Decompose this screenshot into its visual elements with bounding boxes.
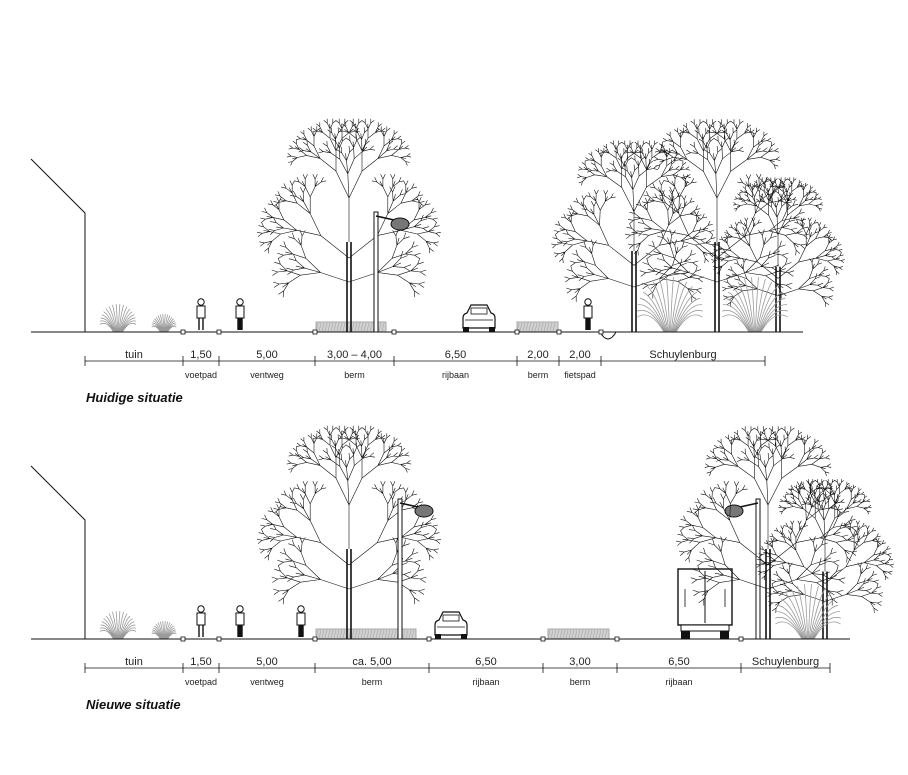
dimension-label: voetpad <box>185 677 217 687</box>
dimension-label: rijbaan <box>442 370 469 380</box>
dimension-label: fietspad <box>564 370 596 380</box>
section-current: tuin 1,50 voetpad 5,00 ventweg 3,00 – 4,00 ber… <box>30 118 845 380</box>
dimension-value: 5,00 <box>256 349 277 361</box>
garden-shrub <box>151 621 177 640</box>
cyclist-figure <box>235 298 245 330</box>
dimension-value: 5,00 <box>256 656 277 668</box>
dimension-label: voetpad <box>185 370 217 380</box>
pedestrian-figure <box>196 298 206 330</box>
curb-mark <box>180 329 186 335</box>
dimension-value: tuin <box>125 349 143 361</box>
curb-mark <box>598 329 604 335</box>
dimension-label: ventweg <box>250 677 284 687</box>
dimension-value: Schuylenburg <box>752 656 819 668</box>
garden-shrub <box>99 304 137 333</box>
street-tree <box>257 425 441 639</box>
curb-mark <box>312 329 318 335</box>
caption-new-situation: Nieuwe situatie <box>86 697 181 712</box>
dimension-label: berm <box>528 370 549 380</box>
curb-mark <box>556 329 562 335</box>
dimension-value: 1,50 <box>190 656 211 668</box>
dimension-value: 2,00 <box>527 349 548 361</box>
dimension-value: 6,50 <box>668 656 689 668</box>
park-tree <box>551 140 717 332</box>
dimension-value: 6,50 <box>445 349 466 361</box>
pedestrian-figure <box>196 605 206 637</box>
street-lamp <box>397 498 434 640</box>
street-lamp <box>373 211 410 333</box>
house-facade <box>30 465 86 639</box>
caption-current-situation: Huidige situatie <box>86 390 183 405</box>
curb-mark <box>540 636 546 642</box>
curb-mark <box>738 636 744 642</box>
curb-mark <box>312 636 318 642</box>
dimension-label: berm <box>570 677 591 687</box>
park-shrub <box>775 584 841 640</box>
park-tree <box>625 119 809 332</box>
dimension-label: berm <box>344 370 365 380</box>
curb-mark <box>216 636 222 642</box>
car <box>462 304 496 332</box>
park-tree <box>711 177 845 332</box>
dimension-value: ca. 5,00 <box>352 656 391 668</box>
curb-mark <box>426 636 432 642</box>
park-shrub <box>637 277 703 333</box>
dimension-value: 6,50 <box>475 656 496 668</box>
dimension-value: Schuylenburg <box>649 349 716 361</box>
cyclist-figure <box>296 605 306 637</box>
dimension-label: rijbaan <box>472 677 499 687</box>
cyclist-figure <box>583 298 593 330</box>
house-facade <box>30 158 86 332</box>
curb-mark <box>614 636 620 642</box>
garden-shrub <box>99 611 137 640</box>
dimension-value: tuin <box>125 656 143 668</box>
dimension-value: 3,00 <box>569 656 590 668</box>
section-new: tuin 1,50 voetpad 5,00 ventweg ca. 5,00 berm 6,… <box>30 425 895 687</box>
dimension-label: rijbaan <box>665 677 692 687</box>
verge-hedge <box>516 321 559 333</box>
park-shrub <box>722 277 788 333</box>
truck <box>677 568 733 639</box>
curb-mark <box>180 636 186 642</box>
dimension-label: ventweg <box>250 370 284 380</box>
dimension-value: 1,50 <box>190 349 211 361</box>
dimension-value: 2,00 <box>569 349 590 361</box>
garden-shrub <box>151 314 177 333</box>
dimension-label: berm <box>362 677 383 687</box>
curb-mark <box>391 329 397 335</box>
curb-mark <box>216 329 222 335</box>
curb-mark <box>514 329 520 335</box>
cyclist-figure <box>235 605 245 637</box>
verge-hedge <box>547 628 610 640</box>
car <box>434 611 468 639</box>
dimension-value: 3,00 – 4,00 <box>327 349 382 361</box>
street-tree <box>257 118 441 332</box>
